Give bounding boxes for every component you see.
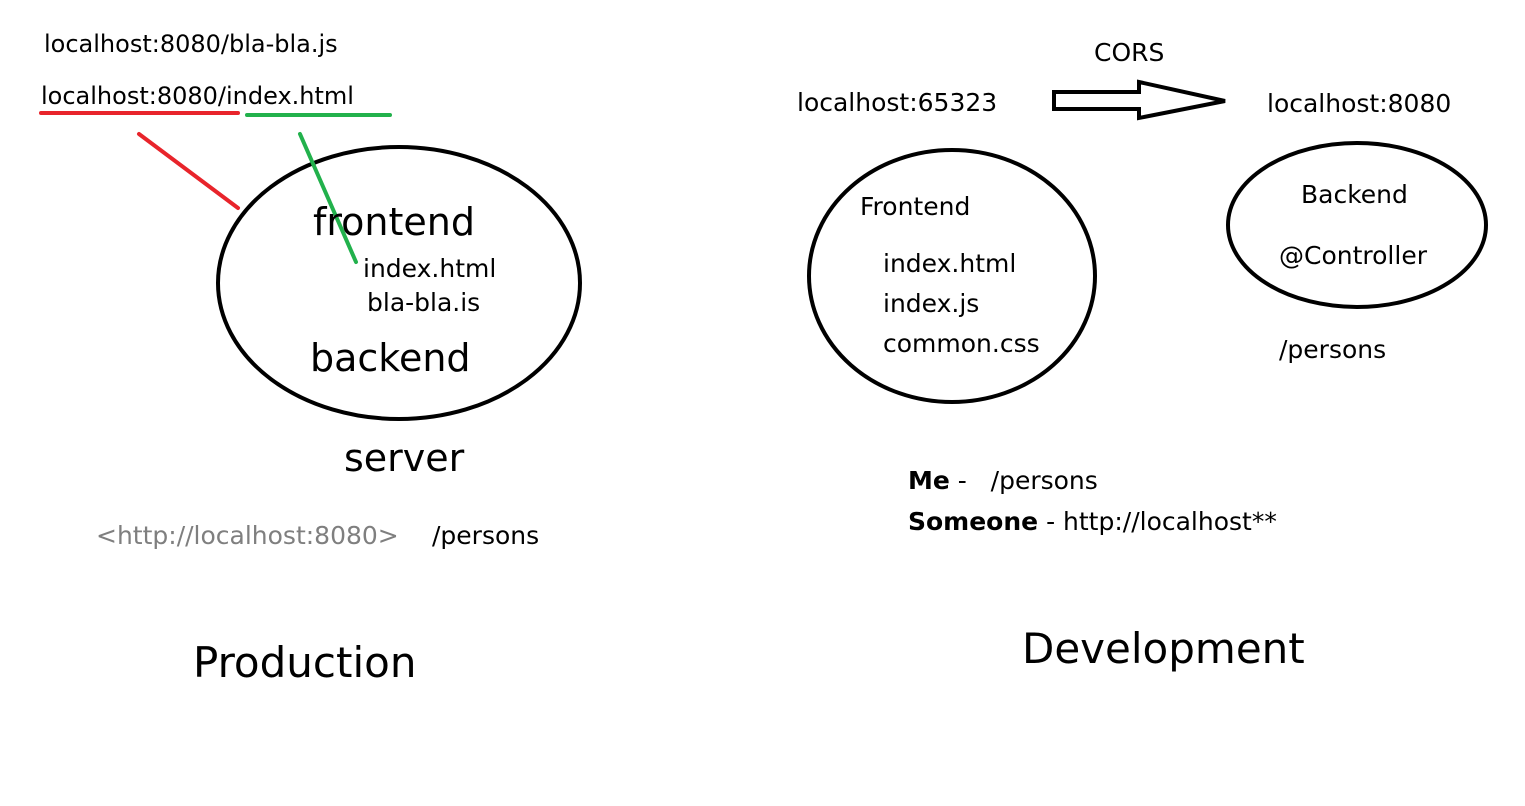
dev-backend-label: Backend: [1301, 180, 1408, 209]
dev-endpoint: /persons: [1279, 335, 1387, 364]
backend-label: backend: [310, 336, 471, 380]
frontend-ellipse: [807, 148, 1097, 404]
frontend-label: frontend: [313, 200, 475, 244]
url-host-part: localhost:8080: [41, 82, 218, 110]
url-bla-bla-js: localhost:8080/bla-bla.js: [44, 30, 338, 58]
dev-file-index-html: index.html: [883, 249, 1017, 278]
dev-file-common-css: common.css: [883, 329, 1040, 358]
rule-me-rest: - /persons: [949, 466, 1098, 495]
rule-someone-rest: - http://localhost**: [1038, 507, 1277, 536]
origin-url: <http://localhost:8080>: [96, 521, 399, 550]
cors-label: CORS: [1094, 38, 1165, 67]
url-index-html: localhost:8080/index.html: [41, 84, 354, 108]
rule-someone-who: Someone: [908, 507, 1039, 536]
frontend-file-index-html: index.html: [363, 254, 497, 283]
host-connector-red: [137, 132, 240, 210]
development-caption: Development: [1022, 624, 1305, 673]
rule-someone: Someone - http://localhost**: [908, 509, 1277, 534]
production-caption: Production: [193, 638, 417, 687]
path-connector-green: [298, 132, 358, 264]
rule-me-who: Me: [908, 466, 950, 495]
rule-me: Me - /persons: [908, 468, 1098, 493]
dev-controller-label: @Controller: [1279, 241, 1427, 270]
dev-frontend-label: Frontend: [860, 192, 971, 221]
server-label: server: [344, 436, 465, 480]
production-endpoint: /persons: [432, 521, 540, 550]
backend-ellipse: [1226, 141, 1488, 309]
source-host: localhost:65323: [797, 88, 998, 117]
frontend-file-bla-bla: bla-bla.is: [367, 288, 481, 317]
dev-file-index-js: index.js: [883, 289, 980, 318]
url-path-part: index.html: [226, 82, 354, 110]
server-ellipse: [216, 145, 582, 421]
cors-arrow: [1052, 79, 1226, 121]
target-host: localhost:8080: [1267, 89, 1452, 118]
url-slash-part: /: [217, 82, 226, 110]
